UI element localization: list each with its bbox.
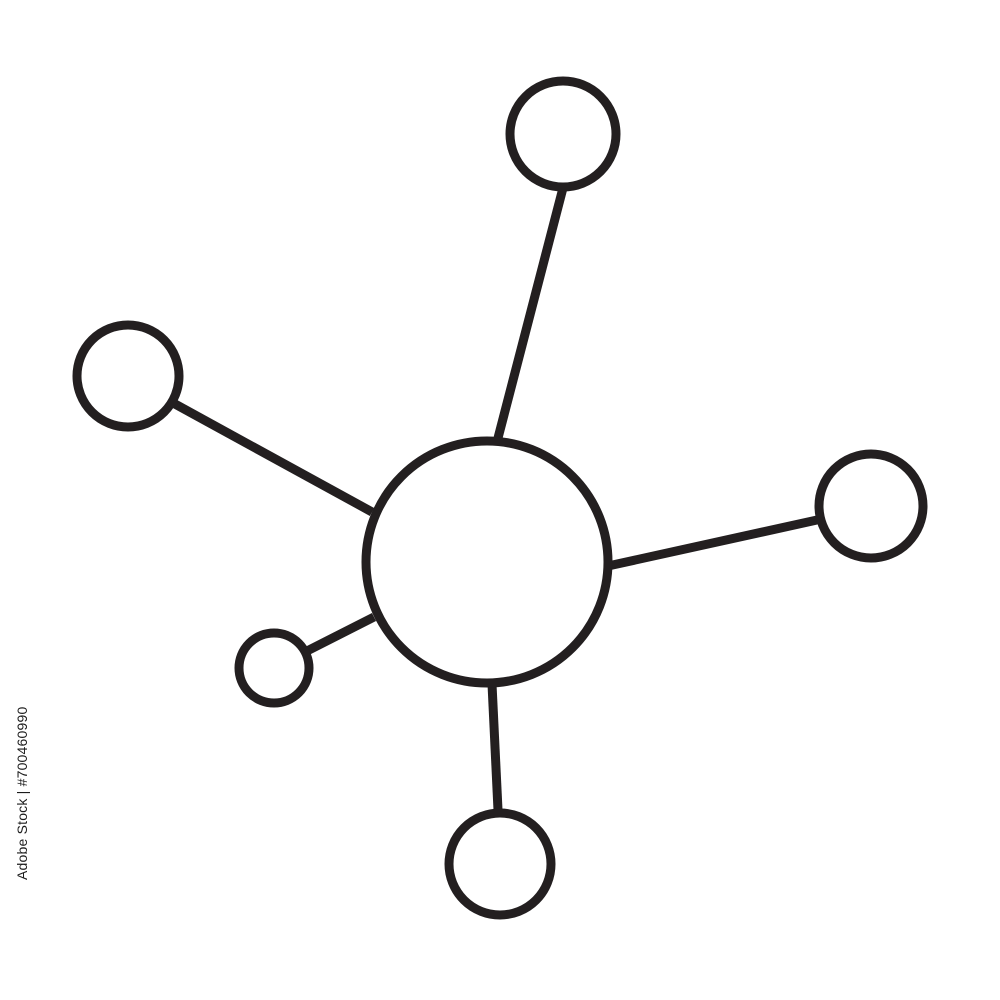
node-top bbox=[505, 76, 621, 192]
connector-lines bbox=[172, 186, 818, 811]
connector-line-bottom bbox=[487, 683, 503, 811]
network-nodes bbox=[72, 76, 928, 920]
connector-line-right bbox=[607, 515, 818, 571]
hub-node bbox=[361, 436, 613, 688]
node-bottom bbox=[444, 808, 556, 920]
connector-line-left bbox=[172, 400, 375, 516]
node-small-left bbox=[234, 628, 314, 708]
stock-id-label: Adobe Stock | #700460990 bbox=[14, 706, 30, 880]
connector-line-small-left bbox=[304, 612, 377, 656]
node-right bbox=[814, 449, 928, 563]
node-left bbox=[72, 320, 184, 432]
connector-line-top bbox=[493, 186, 568, 440]
